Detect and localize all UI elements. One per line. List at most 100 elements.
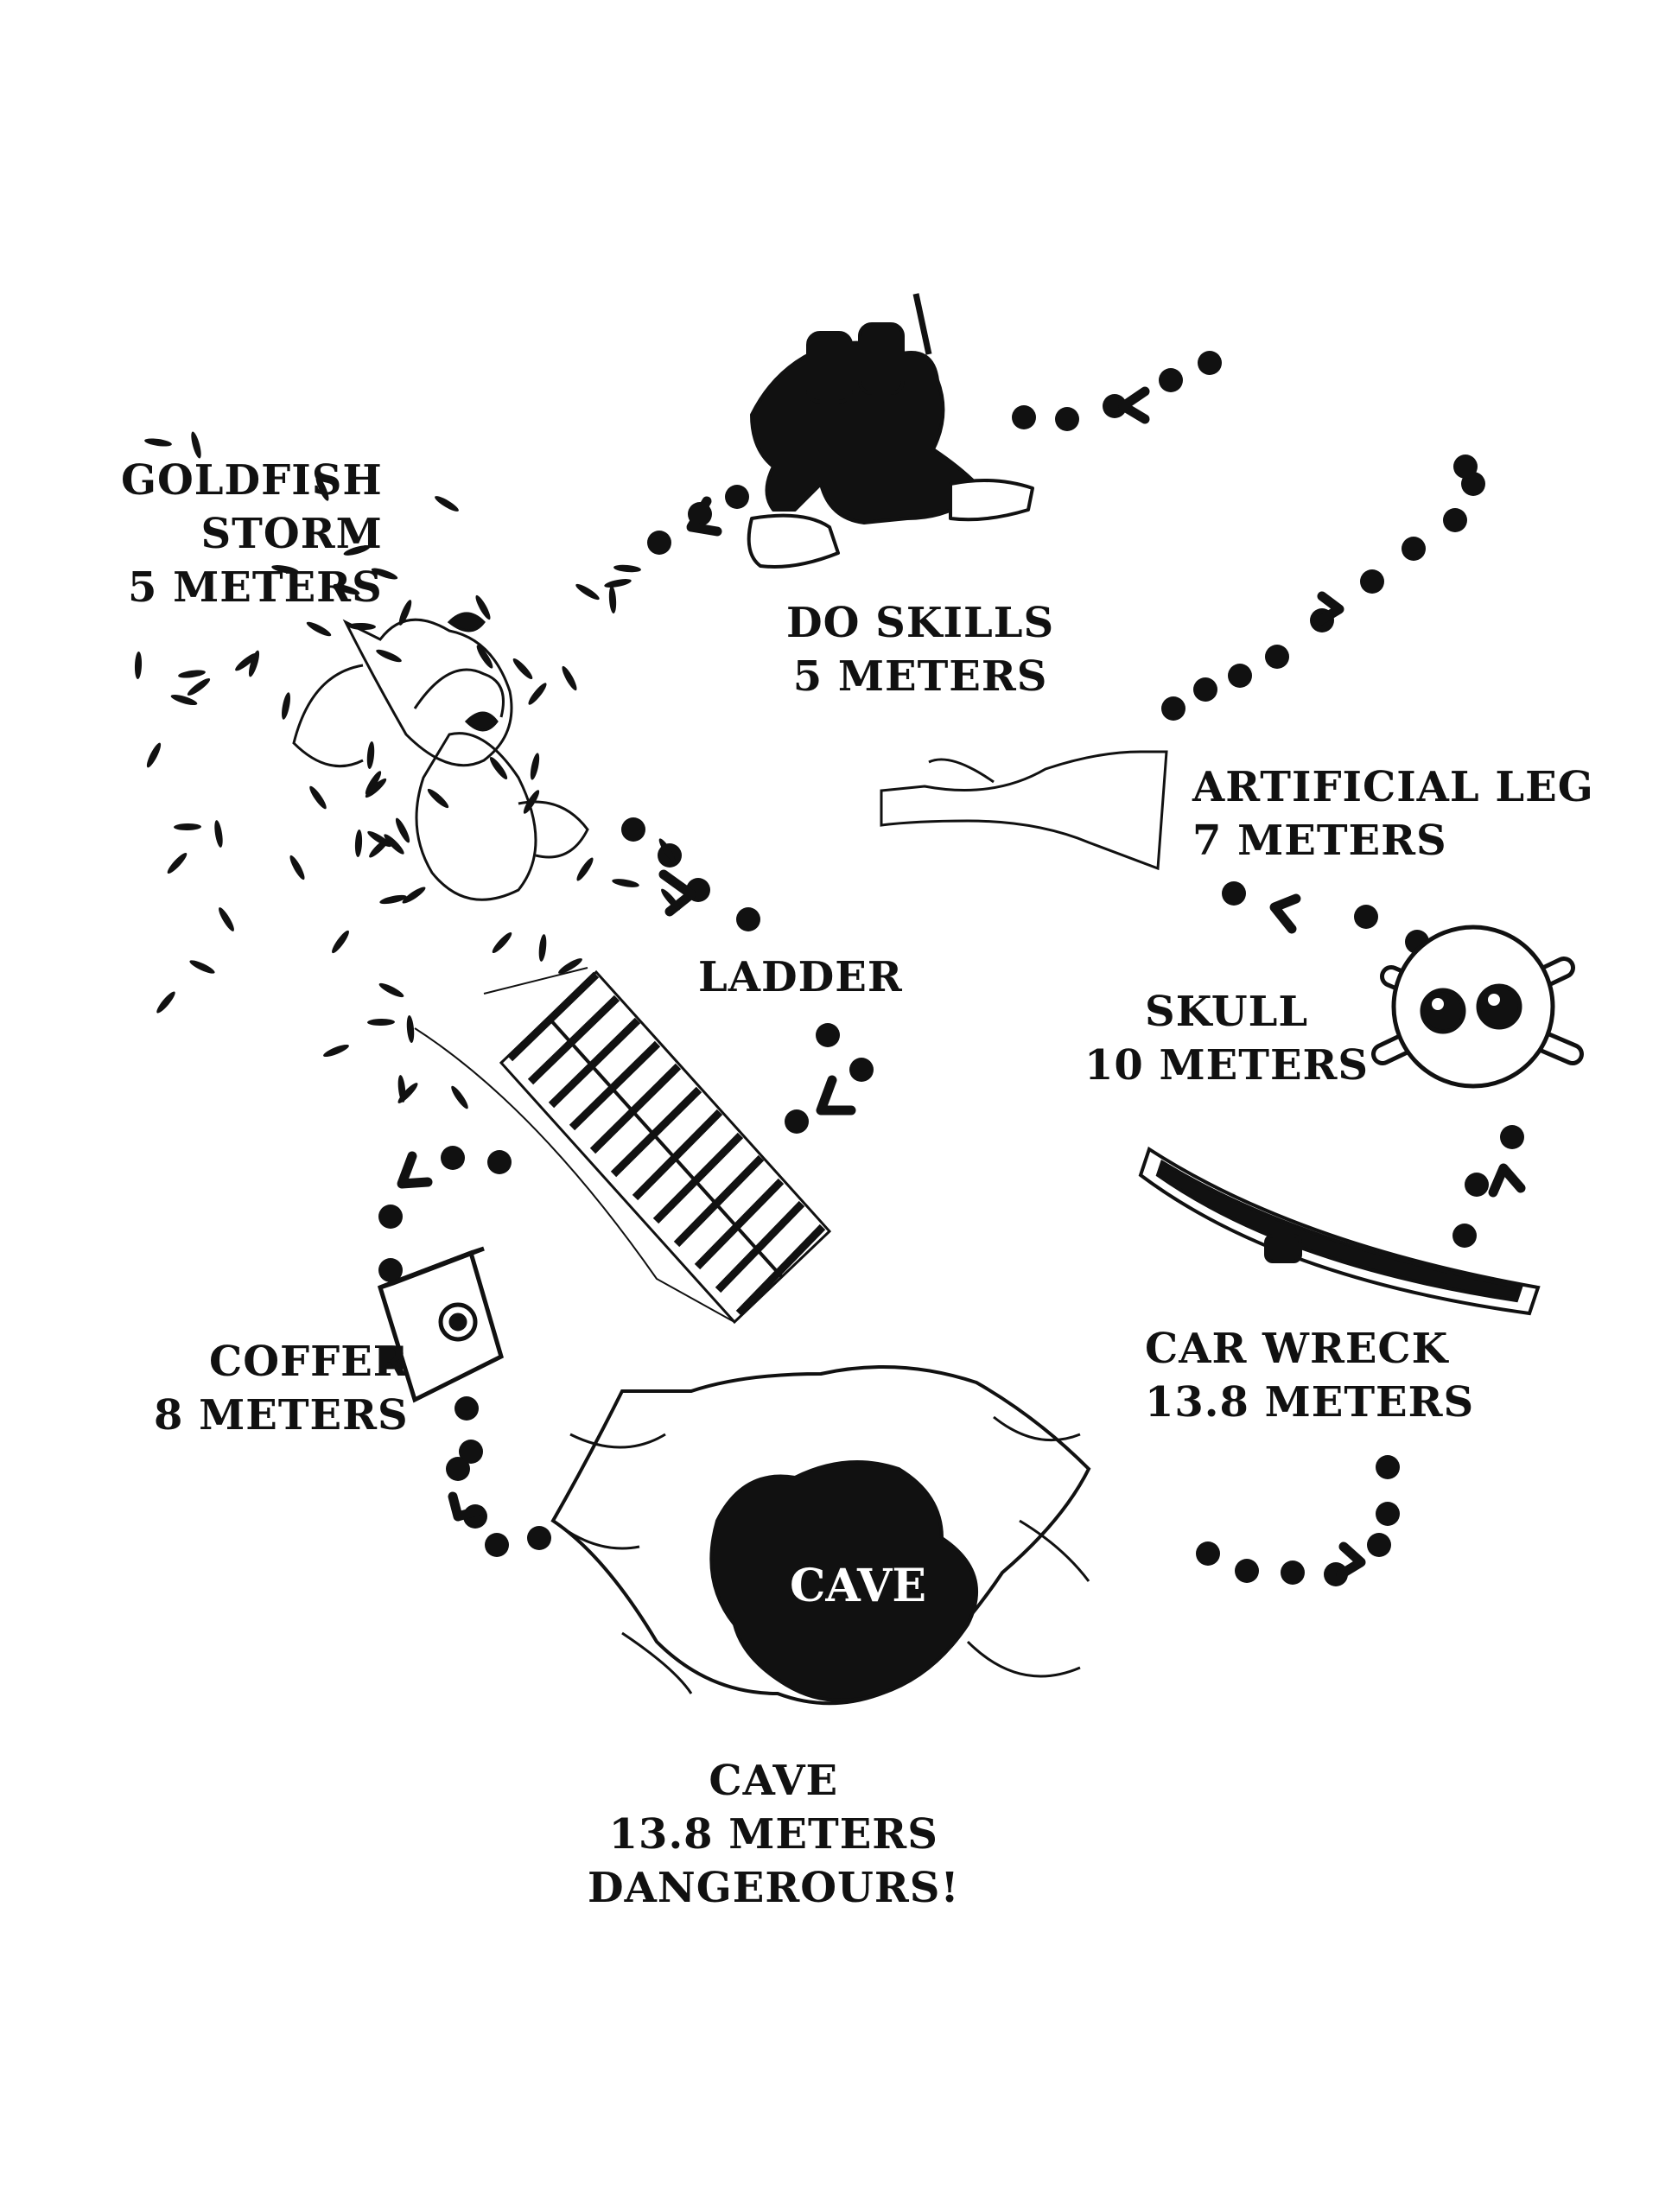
small-fish-icon <box>187 678 211 696</box>
route-arrow-icon <box>1118 386 1150 424</box>
route-dot <box>621 817 645 842</box>
safe-icon <box>377 1246 504 1403</box>
small-fish-icon <box>576 857 594 881</box>
ladder-rung <box>569 1040 661 1131</box>
route-dot <box>1235 1559 1259 1583</box>
small-fish-icon <box>558 958 582 974</box>
route-dot <box>1281 1560 1305 1585</box>
route-dot <box>1367 1533 1391 1557</box>
small-fish-icon <box>332 930 349 954</box>
route-dot <box>1055 407 1079 431</box>
ladder-rung <box>589 1063 682 1154</box>
route-dot <box>725 485 749 509</box>
route-dot <box>1452 1224 1477 1248</box>
route-dot <box>1453 454 1478 479</box>
small-fish-icon <box>156 991 175 1014</box>
small-fish-icon <box>167 852 188 874</box>
small-fish-icon <box>371 568 398 580</box>
route-dot <box>527 1526 551 1550</box>
route-dot <box>849 1058 874 1082</box>
cave-inner-label: CAVE <box>790 1560 926 1612</box>
ladder-icon <box>414 967 832 1325</box>
small-fish-icon <box>366 741 375 769</box>
route-dot <box>1465 1173 1489 1197</box>
route-arrow-icon <box>686 496 722 537</box>
small-fish-icon <box>367 1018 395 1027</box>
small-fish-icon <box>397 1083 418 1103</box>
label-title: COFFER <box>209 1338 409 1386</box>
label-depth: 10 METERS <box>1084 1041 1370 1090</box>
route-dot <box>816 1023 840 1047</box>
ladder-rung <box>506 971 600 1062</box>
label-title: DO SKILLS <box>786 599 1055 647</box>
small-fish-icon <box>402 887 426 904</box>
route-dot <box>454 1396 479 1421</box>
route-dot <box>441 1146 465 1170</box>
route-arrow-icon <box>1269 893 1301 934</box>
small-fish-icon <box>376 649 402 663</box>
route-arrow-icon <box>1313 591 1344 627</box>
small-fish-icon <box>134 652 143 679</box>
label-depth: 8 METERS <box>154 1391 409 1440</box>
label-title: ARTIFICIAL LEG <box>1192 763 1594 811</box>
small-fish-icon <box>189 960 215 974</box>
label-warning: DANGEROURS! <box>588 1864 960 1912</box>
ladder-rung <box>610 1086 702 1178</box>
route-dot <box>487 1150 512 1174</box>
skull-crossbones-icon <box>1371 925 1584 1089</box>
route-dot <box>1012 405 1036 429</box>
label-depth: 5 METERS <box>792 652 1048 701</box>
small-fish-icon <box>354 830 363 857</box>
route-dot <box>446 1457 470 1481</box>
route-dot <box>1376 1502 1400 1526</box>
small-fish-icon <box>235 652 257 671</box>
small-fish-icon <box>613 564 641 573</box>
small-fish-icon <box>343 545 371 556</box>
route-dot <box>1103 394 1127 418</box>
small-fish-icon <box>369 837 390 858</box>
small-fish-icon <box>309 785 327 810</box>
ladder-rung <box>548 1017 641 1109</box>
small-fish-icon <box>323 1044 349 1058</box>
small-fish-icon <box>427 788 449 809</box>
label-title: CAVE <box>709 1757 839 1805</box>
route-dot <box>378 1258 403 1282</box>
small-fish-icon <box>612 879 639 887</box>
route-dot <box>1198 351 1222 375</box>
label-title: LADDER <box>698 953 903 1001</box>
scuba-diver-icon <box>747 293 1034 569</box>
label-cave: CAVE 13.8 METERS DANGEROURS! <box>588 1754 960 1915</box>
label-depth: 5 METERS <box>128 563 383 612</box>
route-dot <box>785 1109 809 1134</box>
small-fish-icon <box>538 934 547 962</box>
route-dot <box>1402 537 1426 561</box>
small-fish-icon <box>348 622 376 631</box>
label-artificial-leg: ARTIFICIAL LEG 7 METERS <box>1192 760 1594 868</box>
label-car-wreck: CAR WRECK 13.8 METERS <box>1145 1322 1474 1429</box>
small-fish-icon <box>604 579 632 588</box>
small-fish-icon <box>492 931 512 954</box>
route-arrow-icon <box>816 1075 856 1116</box>
small-fish-icon <box>575 583 600 601</box>
route-dot <box>1354 905 1378 929</box>
label-depth: 7 METERS <box>1192 817 1447 865</box>
ladder-rung <box>694 1178 785 1270</box>
small-fish-icon <box>379 894 407 905</box>
small-fish-icon <box>219 907 234 931</box>
small-fish-icon <box>146 742 162 768</box>
ladder-rung <box>673 1154 765 1248</box>
small-fish-icon <box>608 586 617 613</box>
ladder-rung <box>735 1224 826 1317</box>
ladder-rung <box>715 1200 805 1294</box>
route-dot <box>1161 696 1185 721</box>
route-dot <box>1265 645 1289 669</box>
small-fish-icon <box>451 1085 468 1109</box>
route-dot <box>1196 1541 1220 1566</box>
label-coffer: COFFER 8 METERS <box>154 1335 409 1442</box>
label-skull: SKULL 10 METERS <box>1084 985 1369 1092</box>
small-fish-icon <box>174 823 201 831</box>
label-title-2: STORM <box>200 510 383 558</box>
route-dot <box>485 1533 509 1557</box>
car-bumper-icon <box>1138 1146 1541 1316</box>
